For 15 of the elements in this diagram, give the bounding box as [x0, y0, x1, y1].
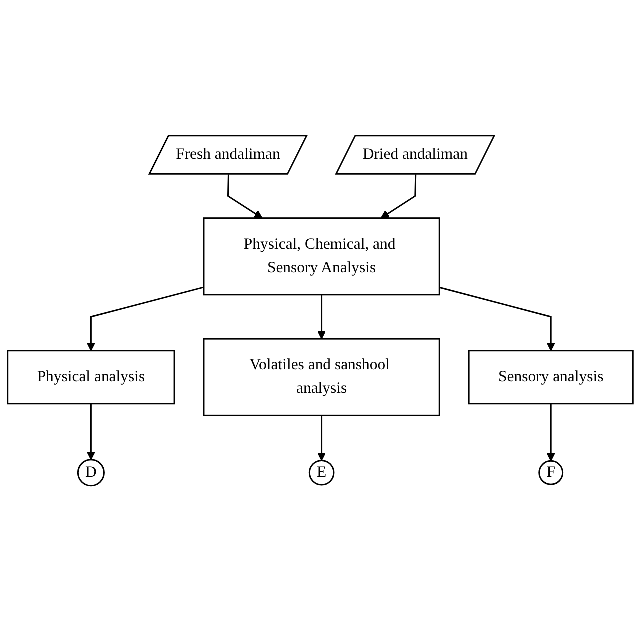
arrow [439, 286, 556, 351]
node-circle: E [308, 460, 335, 486]
arrow [380, 174, 417, 218]
node-box: Physical, Chemical, and Sensory Analysis [203, 217, 440, 296]
node-box: Physical analysis [7, 350, 176, 404]
node-box: Sensory analysis [468, 350, 634, 404]
node-box: Volatiles and sanshool analysis [203, 338, 440, 416]
arrow [227, 174, 263, 218]
node-circle: F [538, 460, 564, 485]
arrow [86, 286, 204, 351]
arrow [317, 294, 326, 340]
arrow [86, 404, 96, 460]
arrow [317, 415, 326, 461]
arrow [546, 404, 556, 462]
node-circle: D [77, 458, 105, 486]
